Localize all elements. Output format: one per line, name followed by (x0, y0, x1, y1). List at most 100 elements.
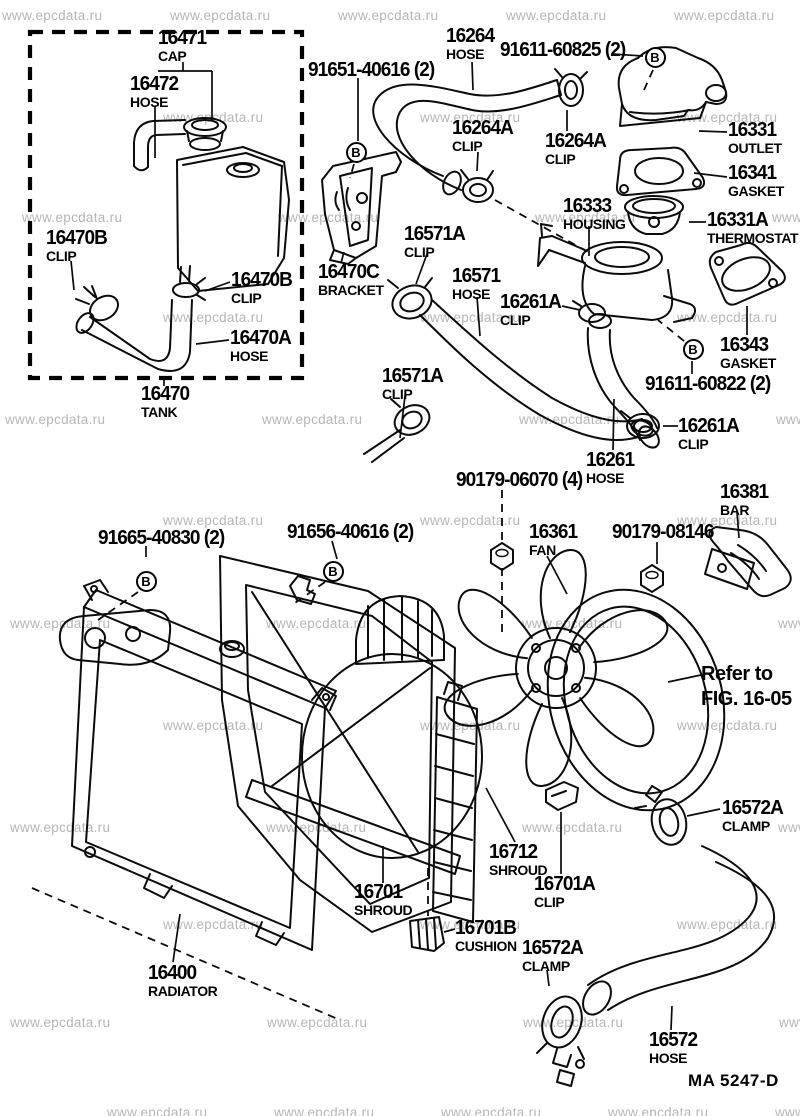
part-description: CLIP (382, 386, 413, 402)
part-description: SHROUD (354, 902, 413, 918)
part-description: BAR (720, 502, 750, 518)
leader-line (443, 928, 456, 933)
watermark: www.epcdata.ru (274, 1105, 375, 1116)
part-number: 91611-60822 (2) (645, 373, 771, 395)
bolt-marker-icon: B (345, 141, 367, 163)
reserve-tank-art (172, 117, 290, 301)
watermark: www.epcdata.ru (10, 616, 111, 631)
refer-note: Refer to FIG. 16-05 (701, 662, 792, 712)
part-description: GASKET (720, 355, 776, 371)
leader-line (667, 674, 702, 683)
part-description: SHROUD (489, 862, 548, 878)
watermark: www.epcdata.ru (677, 310, 778, 325)
watermark: www.epcdata.ru (170, 8, 271, 23)
leader-line (611, 53, 644, 57)
watermark: www.epcdata.ru (441, 1105, 542, 1116)
part-description: HOSE (586, 470, 625, 486)
refer-note-line1: Refer to (701, 663, 773, 685)
shroud-16701-art (219, 555, 483, 933)
leader-line (172, 913, 181, 963)
part-description: CLAMP (522, 958, 570, 974)
leader-line-dashed (294, 581, 326, 604)
part-number: 16361 (529, 521, 578, 543)
leader-line (686, 808, 721, 817)
part-number: 16381 (720, 481, 769, 503)
part-description: GASKET (728, 183, 784, 199)
watermark: www.epcdata.ru (278, 210, 379, 225)
watermark: www.epcdata.ru (163, 310, 264, 325)
watermark: www.epcdata.ru (420, 917, 521, 932)
watermark: www.epcdata.ru (677, 718, 778, 733)
engine-mount-art (58, 609, 172, 666)
part-number: 16341 (728, 162, 777, 184)
watermark: www.epcdata.ru (674, 8, 775, 23)
leader-line (204, 281, 231, 292)
watermark: www.epcdata.ru (506, 8, 607, 23)
gasket-16343-art (708, 241, 786, 306)
part-description: CLAMP (722, 818, 770, 834)
part-description: HOSE (230, 348, 269, 364)
leader-line (331, 540, 338, 560)
watermark: www.epcdata.ru (779, 1015, 800, 1030)
part-number: 16701A (534, 873, 596, 895)
part-number: 16701B (455, 917, 517, 939)
part-number: 16470B (231, 269, 293, 291)
bolt-marker-icon: B (322, 560, 344, 582)
leader-line (612, 398, 615, 451)
part-description: HOSE (130, 94, 169, 110)
watermark: www.epcdata.ru (163, 718, 264, 733)
leader-line (476, 151, 479, 172)
watermark: www.epcdata.ru (107, 1105, 208, 1116)
part-number: 16712 (489, 841, 538, 863)
watermark: www.epcdata.ru (776, 412, 800, 427)
part-number: 16701 (354, 881, 403, 903)
leader-line (693, 172, 728, 178)
watermark: www.epcdata.ru (163, 513, 264, 528)
part-description: CLIP (231, 290, 262, 306)
bar-16381-art (704, 526, 792, 598)
part-description: CLIP (46, 248, 77, 264)
leader-line-dashed (657, 319, 685, 342)
part-number: 16333 (563, 195, 612, 217)
leader-line (546, 969, 550, 987)
part-number: 91665-40830 (2) (98, 527, 225, 549)
watermark: www.epcdata.ru (677, 513, 778, 528)
watermark: www.epcdata.ru (608, 1105, 709, 1116)
housing-16333-art (537, 223, 696, 329)
part-number: 16571 (452, 265, 501, 287)
watermark: www.epcdata.ru (420, 110, 521, 125)
leader-line (546, 555, 568, 595)
thermostat-16331A-art (624, 195, 684, 235)
leader-line (471, 61, 474, 91)
watermark: www.epcdata.ru (10, 1015, 111, 1030)
part-description: FAN (529, 542, 556, 558)
part-label: 90179-08146 (612, 522, 719, 542)
watermark: www.epcdata.ru (772, 210, 800, 225)
bolt-marker-icon: B (682, 338, 704, 360)
part-label: 91665-40830 (2) (98, 528, 231, 548)
leader-line (485, 787, 516, 843)
drawing-code: MA 5247-D (688, 1071, 779, 1090)
part-number: 16470 (141, 383, 190, 405)
part-number: 16264A (452, 117, 514, 139)
part-number: 90179-06070 (4) (456, 469, 583, 491)
part-description: THERMOSTAT (707, 230, 799, 246)
part-label: 90179-06070 (4) (456, 470, 589, 490)
